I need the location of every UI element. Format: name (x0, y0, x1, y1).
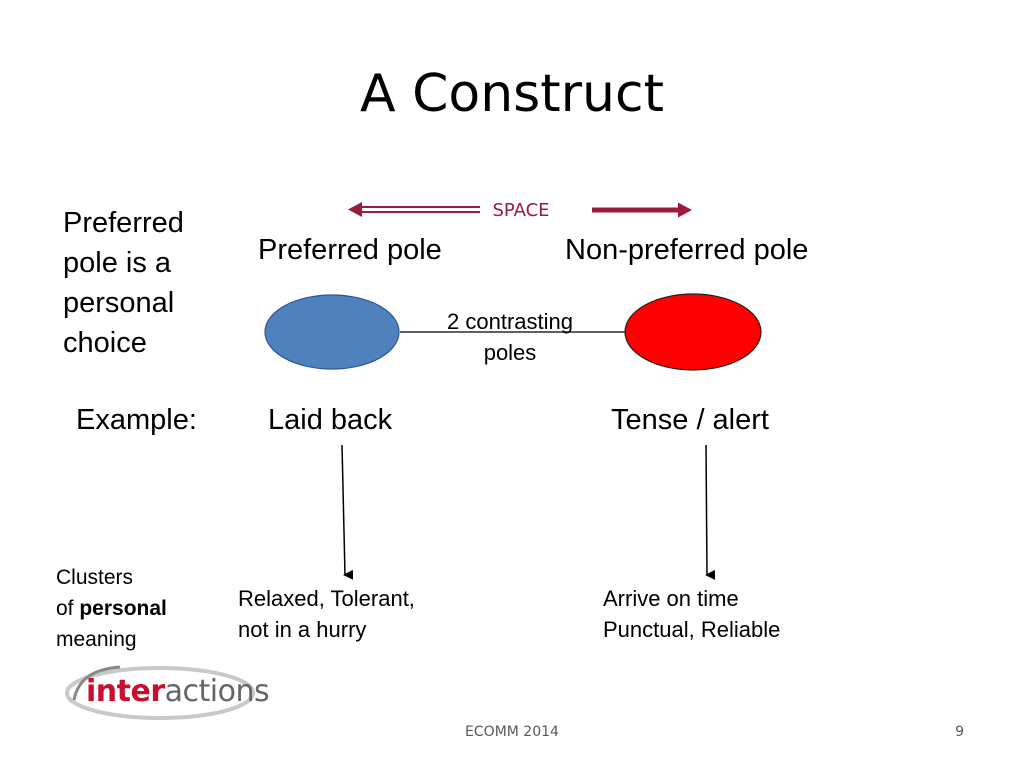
clusters-line: Clusters (56, 566, 134, 589)
contrast-line: 2 contrasting (447, 309, 573, 334)
non-preferred-pole-ellipse (624, 293, 762, 371)
space-arrow-right (592, 202, 692, 218)
down-arrow-icon (341, 444, 354, 580)
contrasting-poles-label: 2 contrasting poles (415, 306, 605, 368)
clusters-line: meaning (56, 628, 137, 651)
swoosh-icon (65, 665, 255, 720)
clusters-note: Clusters of personal meaning (56, 562, 216, 655)
slide-footer: ECOMM 2014 (465, 724, 559, 740)
clusters-line: of personal (56, 593, 216, 624)
preferred-pole-ellipse (264, 294, 400, 370)
right-meaning: Arrive on time Punctual, Reliable (603, 583, 833, 645)
preferred-pole-label: Preferred pole (258, 234, 442, 266)
note-line: choice (63, 327, 147, 359)
left-example: Laid back (268, 404, 393, 436)
non-preferred-pole-label: Non-preferred pole (565, 234, 809, 266)
left-meaning: Relaxed, Tolerant, not in a hurry (238, 583, 468, 645)
preferred-pole-note: Preferred pole is a personal choice (63, 203, 233, 363)
note-line: personal (63, 287, 175, 319)
note-line: Preferred (63, 207, 184, 239)
logo-highlight: inter (86, 674, 165, 709)
down-arrow-icon (705, 444, 716, 580)
note-line: pole is a (63, 247, 172, 279)
clusters-of: of (56, 597, 80, 620)
logo-rest: actions (164, 674, 270, 709)
meaning-line: Arrive on time (603, 586, 739, 611)
clusters-bold: personal (79, 597, 167, 620)
space-arrow-left (348, 202, 480, 217)
left-arrow-icon (348, 202, 362, 217)
example-label: Example: (76, 404, 197, 436)
meaning-line: Punctual, Reliable (603, 617, 781, 642)
interactions-logo: interactions (86, 672, 270, 712)
right-arrow-icon (678, 202, 692, 218)
right-example: Tense / alert (611, 404, 769, 436)
space-label: SPACE (492, 200, 550, 221)
page-number: 9 (955, 724, 964, 740)
meaning-line: not in a hurry (238, 617, 367, 642)
slide-title: A Construct (360, 64, 664, 124)
contrast-line: poles (483, 340, 537, 365)
meaning-line: Relaxed, Tolerant, (238, 586, 415, 611)
